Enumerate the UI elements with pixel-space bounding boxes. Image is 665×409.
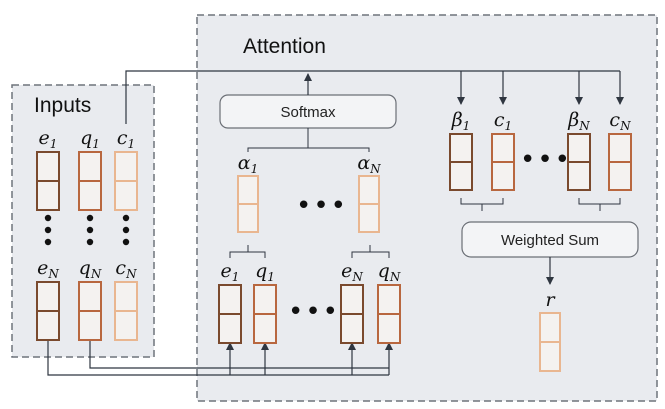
label-alpha1: α1 (238, 152, 258, 176)
label-betaN: βN (567, 109, 590, 133)
label-cN-right: cN (609, 109, 631, 133)
ellipses: ••• ••• ••• (44, 145, 572, 327)
label-alpha1-subscript: 1 (251, 162, 259, 176)
vdot-q-3 (86, 238, 94, 246)
r-vector (539, 312, 561, 372)
brackets (229, 128, 621, 258)
label-eN-lower-subscript: N (351, 270, 363, 284)
label-e1-lower: e1 (221, 260, 240, 284)
betaN-vector (567, 133, 591, 191)
label-e1-lower-subscript: 1 (232, 270, 240, 284)
label-c1-right-base: c (494, 109, 505, 131)
label-c1-right-subscript: 1 (505, 119, 513, 133)
label-eN-input-subscript: N (47, 267, 59, 281)
alpha-bracket (247, 128, 370, 152)
input-e1-vector (36, 151, 60, 211)
input-c1-vector (114, 151, 138, 211)
label-alphaN: αN (357, 152, 381, 176)
label-q1-input-subscript: 1 (92, 137, 100, 151)
lower-left-pair-bracket (229, 245, 266, 258)
label-cN-input: cN (115, 257, 137, 281)
vdot-e-1 (44, 214, 52, 222)
beta1-vector (449, 133, 473, 191)
label-e1-input: e1 (39, 127, 58, 151)
label-qN-lower-subscript: N (389, 270, 401, 284)
label-beta1-base: β (451, 109, 463, 131)
vdot-c-2 (122, 226, 130, 234)
vdot-q-2 (86, 226, 94, 234)
label-beta1-subscript: 1 (463, 119, 471, 133)
lower-qN-vector (377, 284, 401, 344)
vdot-e-2 (44, 226, 52, 234)
vdot-e-3 (44, 238, 52, 246)
input-qN-vector (78, 281, 102, 341)
label-q1-lower-base: q (255, 260, 267, 282)
c1-right-vector (491, 133, 515, 191)
weighted-sum-label: Weighted Sum (501, 232, 599, 249)
lower-eN-vector (340, 284, 364, 344)
label-r: r (545, 289, 556, 311)
input-q1-vector (78, 151, 102, 211)
input-cN-vector (114, 281, 138, 341)
label-c1-input-base: c (117, 127, 128, 149)
cN-right-vector (608, 133, 632, 191)
vectors-layer (36, 133, 632, 372)
connection-wires (47, 70, 624, 376)
label-beta1: β1 (451, 109, 471, 133)
vdot-c-3 (122, 238, 130, 246)
label-qN-input-base: q (79, 257, 91, 279)
label-cN-right-subscript: N (619, 119, 631, 133)
ellipsis-beta: ••• (520, 145, 572, 175)
alphaN-vector (358, 175, 380, 233)
ellipsis-inputs-vertical (44, 214, 130, 246)
label-eN-input-base: e (37, 257, 48, 279)
label-alpha1-base: α (238, 152, 251, 174)
lower-e1-vector (218, 284, 242, 344)
input-eN-vector (36, 281, 60, 341)
label-q1-lower-subscript: 1 (267, 270, 275, 284)
attention-title: Attention (243, 35, 326, 58)
label-q1-lower: q1 (255, 260, 275, 284)
softmax-label: Softmax (280, 104, 336, 121)
label-qN-lower: qN (378, 260, 401, 284)
label-c1-input-subscript: 1 (128, 137, 136, 151)
label-betaN-subscript: N (578, 119, 590, 133)
ellipsis-alpha: ••• (296, 191, 348, 221)
beta-right-pair-bracket (578, 198, 621, 211)
label-e1-input-subscript: 1 (50, 137, 58, 151)
bottom-bus-wire (47, 340, 389, 376)
c1-top-bus-wire (125, 70, 620, 124)
label-q1-input-base: q (80, 127, 92, 149)
lower-q1-vector (253, 284, 277, 344)
qN-bus-wire (89, 340, 389, 369)
label-alphaN-subscript: N (369, 162, 381, 176)
label-c1-input: c1 (117, 127, 135, 151)
label-e1-input-base: e (39, 127, 50, 149)
lower-right-pair-bracket (351, 245, 390, 258)
alpha1-vector (237, 175, 259, 233)
label-eN-lower: eN (341, 260, 363, 284)
label-cN-right-base: c (609, 109, 620, 131)
inputs-title: Inputs (34, 94, 91, 117)
label-qN-input: qN (79, 257, 102, 281)
vdot-c-1 (122, 214, 130, 222)
label-r-base: r (545, 289, 556, 311)
label-betaN-base: β (567, 109, 579, 131)
label-eN-input: eN (37, 257, 59, 281)
label-qN-lower-base: q (378, 260, 390, 282)
label-e1-lower-base: e (221, 260, 232, 282)
label-c1-right: c1 (494, 109, 512, 133)
vdot-q-1 (86, 214, 94, 222)
beta-left-pair-bracket (460, 198, 504, 211)
label-eN-lower-base: e (341, 260, 352, 282)
ellipsis-lower: ••• (288, 297, 340, 327)
label-q1-input: q1 (80, 127, 100, 151)
label-cN-input-subscript: N (125, 267, 137, 281)
label-alphaN-base: α (357, 152, 370, 174)
label-cN-input-base: c (115, 257, 126, 279)
label-qN-input-subscript: N (90, 267, 102, 281)
